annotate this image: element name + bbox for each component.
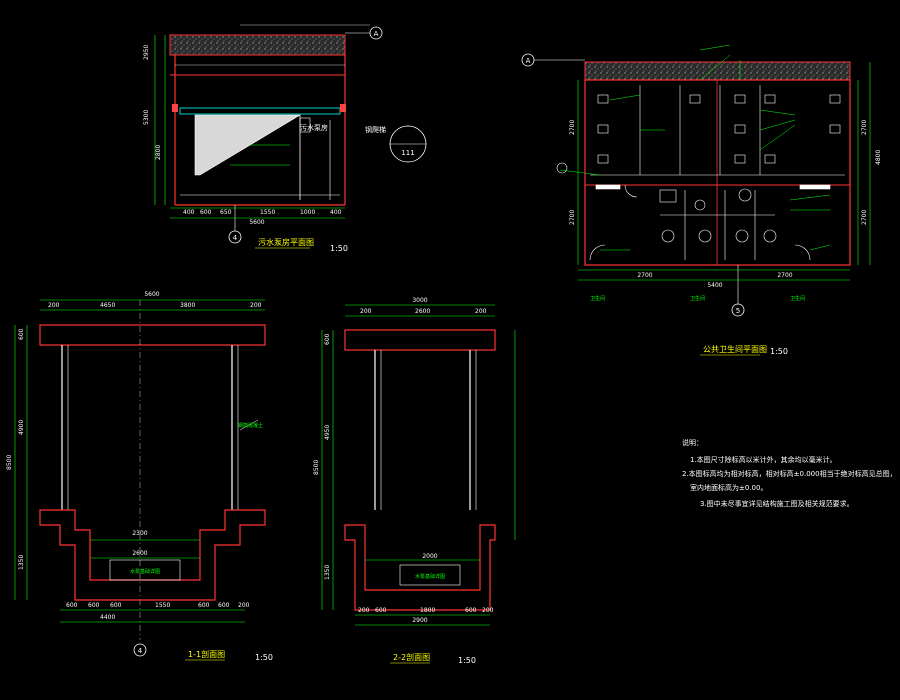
toilet-tag-1: 卫生间 [590,295,605,302]
toilet-title: 公共卫生间平面图 [703,344,767,354]
room-label: 污水泵房 [300,123,328,132]
section2-dim-ts0: 200 [360,308,372,315]
pump-room-plan: A 4 污水泵房 钢爬梯 111 5600 400 600 650 1550 1… [143,24,427,253]
ladder-label: 钢爬梯 [365,125,386,134]
plan-dim-b1: 600 [200,209,212,216]
section1-dim-b1: 600 [88,602,100,609]
section1-dim-ts2: 3800 [180,302,195,309]
section2-dim-inner: 2000 [422,553,437,560]
section1-dim-l2: 1350 [18,555,25,570]
plan-dim-l1: 5300 [143,110,150,125]
section2-dim-top: 3000 [412,297,427,304]
toilet-dim-r1: 2700 [861,120,868,135]
section1-dim-b4: 600 [198,602,210,609]
section2-dim-l2: 1350 [324,565,331,580]
section1-dim-total: 4400 [100,614,115,621]
section-1-1: 水泵基础详图 2600 2300 5600 200 4650 3800 200 … [6,291,273,662]
plan-dim-l0: 2950 [143,45,150,60]
notes-line-4: 3.图中未尽事宜详见结构施工图及相关规范要求。 [700,499,854,508]
toilet-dim-b0: 2700 [637,272,652,279]
grid-4-label-plan: 4 [233,234,238,242]
section2-scale: 1:50 [458,656,476,665]
plan-dim-b2: 650 [220,209,232,216]
section2-pit-label: 水泵基础详图 [415,573,445,580]
section2-dim-l1: 4950 [324,425,331,440]
section1-dim-b0: 600 [66,602,78,609]
grid-a-label-left: A [374,30,379,38]
section2-title: 2-2剖面图 [393,652,430,662]
section2-dim-b0: 200 [358,607,370,614]
toilet-dim-l1: 2700 [569,210,576,225]
section2-dim-l0: 8500 [313,460,320,475]
section2-dim-l3: 600 [324,333,331,345]
notes-heading: 说明： [682,438,703,447]
plan-dim-total: 5600 [249,219,264,226]
section1-dim-b6: 200 [238,602,250,609]
section2-dim-b1: 600 [375,607,387,614]
toilet-tag-3: 卫生间 [790,295,805,302]
toilet-dim-l0: 2700 [569,120,576,135]
toilet-scale: 1:50 [770,347,788,356]
section1-dim-inner: 2600 [132,550,147,557]
toilet-plan: A 5 2700 2700 5400 2700 2700 4800 2700 2… [521,44,882,356]
notes-line-2: 2.本图标高均为相对标高，相对标高±0.000相当于绝对标高见总图， [682,469,897,478]
section1-grid-4: 4 [138,647,143,655]
section1-dim-l0: 8500 [6,455,13,470]
section1-dim-l3: 600 [18,328,25,340]
section1-dim-ts0: 200 [48,302,60,309]
plan-scale: 1:50 [330,244,348,253]
section1-dim-b5: 600 [218,602,230,609]
notes-line-1: 1.本图尺寸除标高以米计外，其余均以毫米计。 [690,455,837,464]
section1-dim-l1: 4900 [18,420,25,435]
notes-line-3: 室内地面标高为±0.00。 [690,483,767,492]
grid-a-label-right: A [526,57,531,65]
plan-dim-b0: 400 [183,209,195,216]
section2-dim-b3: 600 [465,607,477,614]
section2-dim-b4: 200 [482,607,494,614]
section1-dim-inner-top: 2300 [132,530,147,537]
plan-title: 污水泵房平面图 [258,237,314,247]
toilet-dim-r2: 2700 [861,210,868,225]
plan-dim-l2: 2800 [155,145,162,160]
section1-pit-label: 水泵基础详图 [130,568,160,575]
plan-dim-b3: 1550 [260,209,275,216]
toilet-dim-r0: 4800 [875,150,882,165]
section1-dim-ts1: 4650 [100,302,115,309]
notes-block: 说明： 1.本图尺寸除标高以米计外，其余均以毫米计。 2.本图标高均为相对标高，… [682,438,897,508]
grid-5-label: 5 [736,307,740,315]
plan-dim-b4: 1000 [300,209,315,216]
section2-dim-ts1: 2600 [415,308,430,315]
section1-dim-top: 5600 [144,291,159,298]
section2-dim-b2: 1800 [420,607,435,614]
section2-dim-ts2: 200 [475,308,487,315]
toilet-tag-2: 卫生间 [690,295,705,302]
section-2-2: 水泵基础详图 2000 3000 200 2600 200 8500 4950 … [313,297,516,665]
section1-dim-b2: 600 [110,602,122,609]
section1-scale: 1:50 [255,653,273,662]
toilet-dim-total: 5400 [707,282,722,289]
detail-ref: 111 [401,149,414,157]
section1-dim-ts3: 200 [250,302,262,309]
section1-title: 1-1剖面图 [188,649,225,659]
section1-dim-b3: 1550 [155,602,170,609]
plan-dim-b5: 400 [330,209,342,216]
section2-dim-total: 2900 [412,617,427,624]
toilet-dim-b1: 2700 [777,272,792,279]
section1-right-note: 钢筋混凝土 [238,422,263,429]
